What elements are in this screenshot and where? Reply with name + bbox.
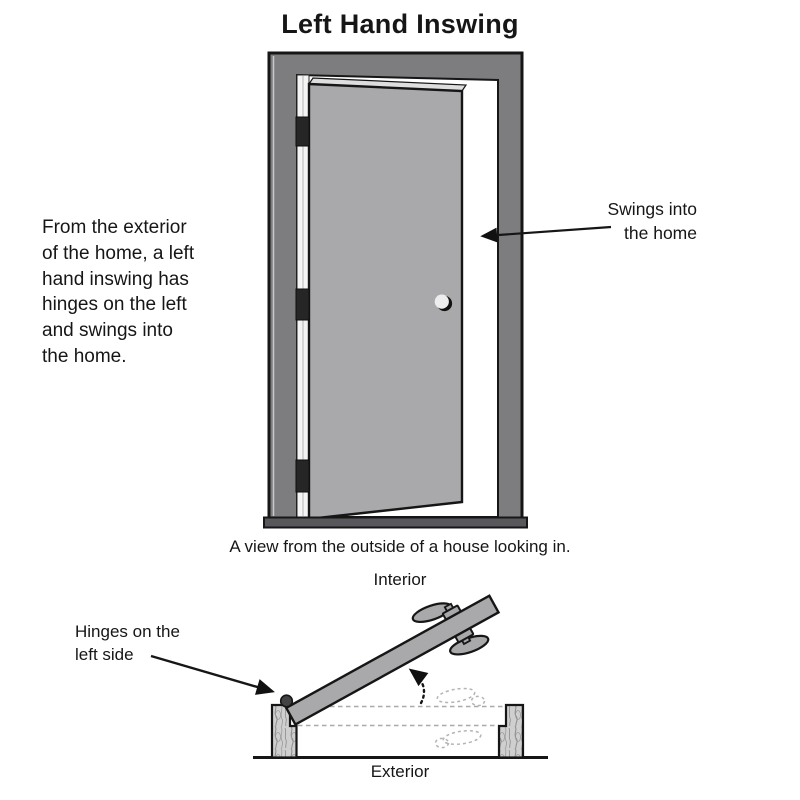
hinge-location-label: Hinges on the left side [75,621,180,666]
description-line: hand inswing has [42,268,189,290]
front-view-caption: A view from the outside of a house looki… [229,537,571,556]
ghost-lever-bottom [442,729,482,746]
exterior-label: Exterior [370,762,430,781]
description-line: of the home, a left [42,242,195,264]
swings-into-arrow [480,225,612,243]
ghost-handle-outlines [434,687,486,749]
hinge-pin-icon [279,694,294,708]
ghost-knob-top [470,695,486,707]
page-title: Left Hand Inswing [281,9,519,39]
threshold [263,516,528,529]
door-slab [307,82,464,521]
description-line: the home. [42,345,127,367]
hinge-middle-icon [295,288,310,321]
interior-label: Interior [373,570,427,589]
open-door-slab [284,594,501,727]
plan-view-diagram [150,594,548,759]
hinge-pointer-arrow [150,654,275,695]
description-line: hinges on the left [42,294,187,316]
open-door-group [284,594,501,727]
swing-direction-label: Swings into the home [547,198,698,245]
description-text: From the exterior of the home, a left ha… [42,215,194,370]
hinge-label-line: Hinges on the [75,622,180,641]
hinge-label-line: left side [75,644,134,664]
ghost-knob-bottom [434,737,450,749]
swing-label-line: the home [624,222,697,243]
front-view-diagram [263,51,612,529]
ghost-lever-top [436,687,476,704]
description-line: and swings into [42,320,173,342]
hinge-top-icon [295,116,310,147]
description-line: From the exterior [42,217,187,238]
swing-direction-curved-arrow [408,668,429,705]
swing-label-line: Swings into [607,199,698,219]
right-door-jamb [497,703,525,759]
hinge-bottom-icon [295,459,310,493]
doorknob-icon [434,294,449,309]
